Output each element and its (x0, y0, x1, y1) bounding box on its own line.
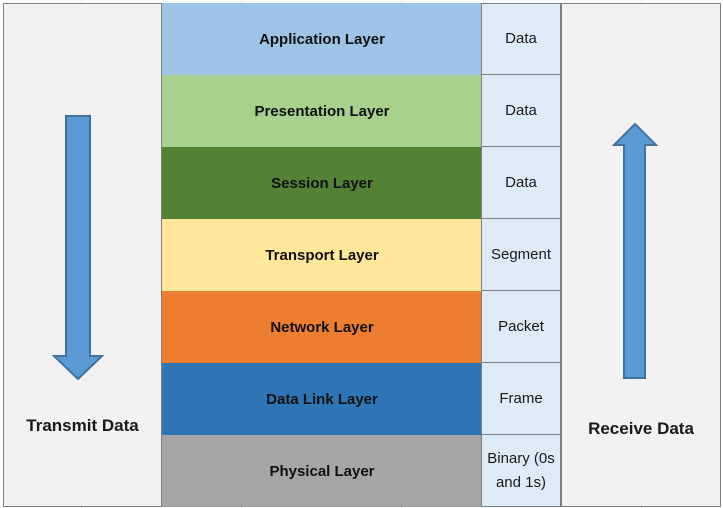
layer-application: Application Layer (162, 3, 482, 75)
layer-data-link: Data Link Layer (162, 363, 482, 435)
transmit-data-label: Transmit Data (26, 416, 139, 435)
layer-stack: Application Layer Presentation Layer Ses… (162, 3, 482, 507)
pdu-physical: Binary (0s and 1s) (481, 435, 561, 507)
pdu-data-link: Frame (481, 363, 561, 435)
down-arrow-icon (51, 115, 105, 381)
pdu-column: Data Data Data Segment Packet Frame Bina… (481, 3, 561, 507)
pdu-network: Packet (481, 291, 561, 363)
pdu-application: Data (481, 3, 561, 75)
pdu-transport: Segment (481, 219, 561, 291)
layer-network: Network Layer (162, 291, 482, 363)
layer-transport: Transport Layer (162, 219, 482, 291)
layer-session: Session Layer (162, 147, 482, 219)
receive-panel: Receive Data (561, 3, 721, 507)
up-arrow-icon (611, 122, 659, 379)
layer-physical: Physical Layer (162, 435, 482, 507)
receive-data-label: Receive Data (588, 419, 694, 438)
pdu-session: Data (481, 147, 561, 219)
layer-presentation: Presentation Layer (162, 75, 482, 147)
pdu-presentation: Data (481, 75, 561, 147)
transmit-panel: Transmit Data (3, 3, 162, 507)
